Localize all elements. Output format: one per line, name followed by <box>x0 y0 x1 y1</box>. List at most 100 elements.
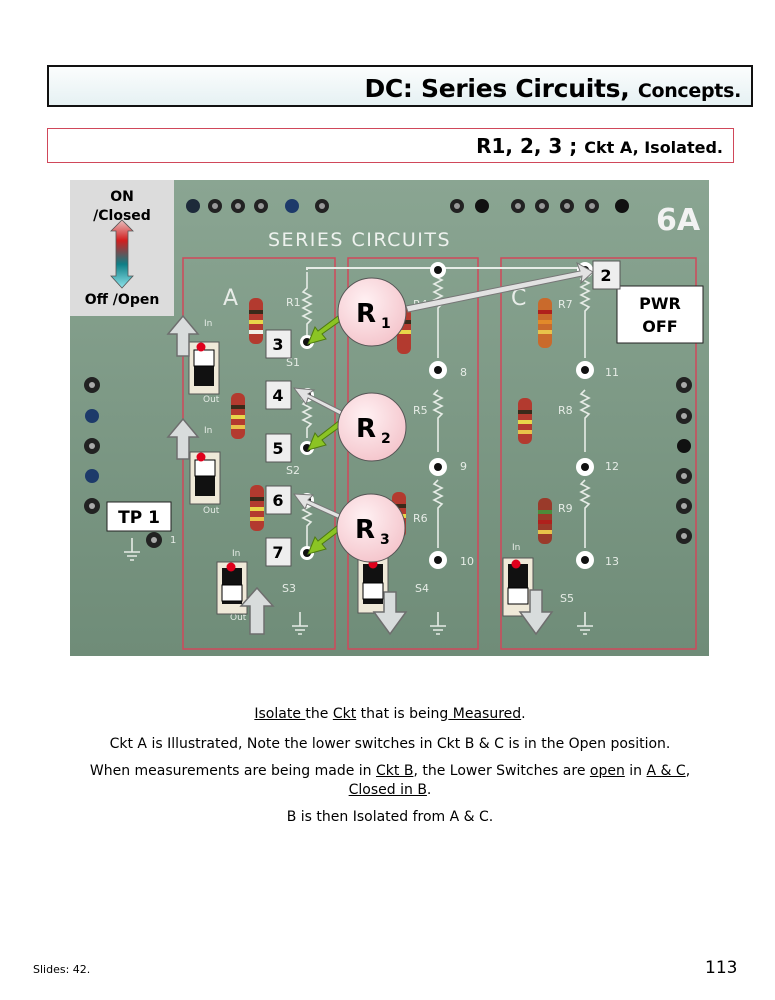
caption-isolate: Isolate <box>254 706 306 722</box>
label-n12: 12 <box>605 460 619 473</box>
callout-6: 6 <box>272 491 283 510</box>
caption-measured: Measured <box>448 706 522 722</box>
callout-3: 3 <box>272 335 283 354</box>
green-arrow-r2-to-5 <box>307 419 345 451</box>
up-arrow-1 <box>166 314 200 357</box>
label-n9: 9 <box>460 460 467 473</box>
resistor-r1 <box>249 298 263 344</box>
label-in-5: In <box>512 543 520 553</box>
board-id: 6A <box>656 203 701 238</box>
green-pointer-arrows <box>307 312 347 555</box>
caption-closed-in-b: Closed in B <box>348 782 427 798</box>
label-out-1: Out <box>203 395 220 405</box>
caption-text: When measurements are being made in <box>89 763 376 779</box>
label-in-1: In <box>204 319 212 329</box>
double-arrow-icon <box>110 219 134 289</box>
label-s4: S4 <box>415 582 429 595</box>
caption-text: . <box>521 706 526 722</box>
subtitle-small: Ckt A, Isolated. <box>584 138 723 157</box>
switch-a3 <box>216 561 248 615</box>
label-s2: S2 <box>286 464 300 477</box>
label-r7: R7 <box>558 298 573 311</box>
pwr-label: PWR <box>639 294 681 313</box>
resistor-r3 <box>250 485 264 531</box>
left-side-jacks <box>84 377 100 514</box>
up-arrow-3 <box>239 586 275 635</box>
off-label: OFF <box>642 317 677 336</box>
callout-5: 5 <box>272 439 283 458</box>
label-s1: S1 <box>286 356 300 369</box>
arrow-r1-to-2 <box>405 261 594 313</box>
label-r1: R1 <box>286 296 301 309</box>
section-a-label: A <box>223 286 238 311</box>
top-bus-wire <box>306 267 598 270</box>
label-n13: 13 <box>605 555 619 568</box>
direction-arrows <box>166 314 554 636</box>
caption-line-1: Isolate the Ckt that is being Measured. <box>40 705 740 724</box>
on-label: ON <box>110 189 134 205</box>
caption-line-3b: Closed in B. <box>40 781 740 800</box>
label-s3: S3 <box>282 582 296 595</box>
bubble-r3-sub: 3 <box>380 532 390 548</box>
tp1-label: TP 1 <box>118 508 160 528</box>
switch-a2 <box>189 451 221 505</box>
caption-text: the <box>305 706 333 722</box>
green-arrow-r3-to-7 <box>307 524 343 555</box>
label-n11: 11 <box>605 366 619 379</box>
label-one: 1 <box>170 535 176 546</box>
bubble-r3: R <box>355 515 375 545</box>
caption-text: in <box>624 763 647 779</box>
caption-text: , <box>685 763 691 779</box>
subtitle-main: R1, 2, 3 ; <box>476 134 578 158</box>
caption-line-3: When measurements are being made in Ckt … <box>40 762 740 781</box>
caption-text: . <box>426 782 432 798</box>
board-title: SERIES CIRCUITS <box>268 229 451 251</box>
page-number: 113 <box>705 958 738 978</box>
pwr-off-box <box>616 285 704 344</box>
resistor-r2 <box>231 393 245 439</box>
label-r6: R6 <box>413 512 428 525</box>
slide-switches <box>188 341 534 617</box>
resistor-r7 <box>538 298 552 348</box>
arrow-r3-to-6 <box>292 493 345 521</box>
up-arrow-2 <box>166 417 200 460</box>
caption-text: , the Lower Switches are <box>413 763 590 779</box>
circuit-b-box <box>347 257 479 650</box>
caption-a-and-c: A & C <box>646 763 686 779</box>
tp1-box <box>106 501 172 532</box>
number-callouts: 2 3 4 5 6 7 <box>265 260 621 567</box>
label-in-2: In <box>204 426 212 436</box>
circuit-c-box <box>500 257 697 650</box>
callout-2: 2 <box>600 266 611 285</box>
label-r8: R8 <box>558 404 573 417</box>
bubble-r1: R <box>356 299 376 329</box>
caption-ckt-b: Ckt B <box>376 763 414 779</box>
label-in-3: In <box>232 549 240 559</box>
title-bar: DC: Series Circuits, Concepts. <box>47 65 753 107</box>
title-small: Concepts. <box>637 80 741 102</box>
label-r5: R5 <box>413 404 428 417</box>
resistor-r9 <box>538 498 552 544</box>
r-bubbles: R 1 R 2 R 3 <box>336 277 407 563</box>
right-side-jacks <box>676 377 692 544</box>
switch-a1 <box>188 341 220 395</box>
page-title: DC: Series Circuits, Concepts. <box>364 74 741 103</box>
label-r9: R9 <box>558 502 573 515</box>
page-subtitle: R1, 2, 3 ; Ckt A, Isolated. <box>476 134 723 158</box>
label-n10: 10 <box>460 555 474 568</box>
down-arrow-b <box>372 591 408 636</box>
label-s5: S5 <box>560 592 574 605</box>
caption-line-2: Ckt A is Illustrated, Note the lower swi… <box>109 736 671 752</box>
caption-open: open <box>589 763 625 779</box>
section-c-label: C <box>511 286 526 311</box>
caption-line-4: B is then Isolated from A & C. <box>286 809 494 825</box>
arrow-r2-to-4 <box>292 387 349 419</box>
label-out-3: Out <box>230 613 247 623</box>
subtitle-bar: R1, 2, 3 ; Ckt A, Isolated. <box>47 128 734 163</box>
slides-count: Slides: 42. <box>33 963 91 976</box>
bubble-r1-sub: 1 <box>381 316 391 332</box>
caption-ckt: Ckt <box>332 706 357 722</box>
grey-pointer-arrows <box>292 261 594 521</box>
callout-4: 4 <box>272 386 283 405</box>
closed-label: /Closed <box>93 208 151 224</box>
